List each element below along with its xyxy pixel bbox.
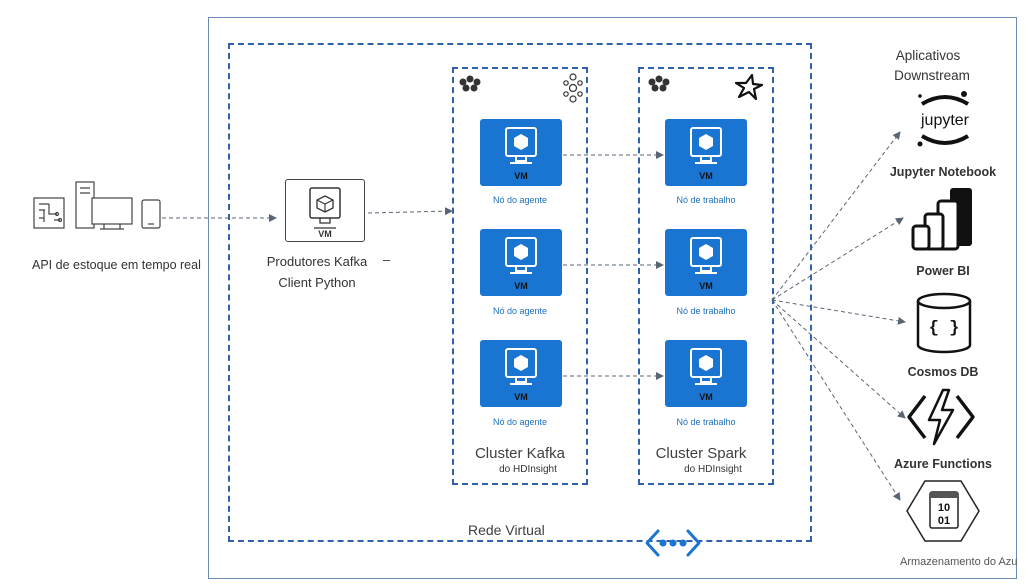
vm-label: VM [699,392,713,402]
azure-storage-icon: 10 01 [906,480,980,542]
app-label-cosmos-db: Cosmos DB [907,365,979,379]
kafka-agent-vm-2: VM [480,229,562,296]
spark-worker-vm-3: VM [665,340,747,407]
arrow-producer-to-kafka [367,207,453,216]
hdinsight-icon [648,75,670,92]
virtual-network-boundary [228,43,812,542]
svg-text:01: 01 [938,515,950,527]
spark-worker-vm-2: VM [665,229,747,296]
kafka-node-label-2: Nó do agente [492,306,548,316]
vm-label: VM [514,281,528,291]
app-label-azure-functions: Azure Functions [894,457,992,471]
app-label-azure-storage: Armazenamento do Azu [900,556,1018,568]
svg-text:10: 10 [938,502,950,514]
vm-label: VM [699,281,713,291]
vm-monitor-icon [505,348,537,385]
spark-worker-vm-1: VM [665,119,747,186]
arrow-spark-to-powerbi [771,217,904,301]
azure-functions-icon [907,388,975,446]
arrow-spark-to-storage [771,299,901,501]
kafka-cluster-title: Cluster Kafka [474,445,566,462]
kafka-agent-vm-3: VM [480,340,562,407]
spark-cluster-boundary [638,67,774,485]
jupyter-icon: jupyter [917,91,970,147]
cosmos-logo-text: { } [929,319,960,338]
producer-vm: VM [285,179,365,242]
app-label-power-bi: Power BI [916,264,970,278]
hdinsight-icon [459,75,481,92]
kafka-node-label-3: Nó do agente [492,417,548,427]
producer-title-line2: Client Python [278,275,356,290]
azure-subscription-frame [208,17,1017,579]
arrow-spark-to-jupyter [771,131,901,301]
vm-monitor-icon [505,237,537,274]
cosmos-db-icon: { } [916,292,972,354]
producer-title-line1: Produtores Kafka [266,254,368,269]
vnet-label: Rede Virtual [468,522,545,538]
vm-monitor-icon [690,237,722,274]
spark-cluster-subtitle: do HDInsight [684,464,742,475]
virtual-network-icon [645,529,701,557]
kafka-node-label-1: Nó do agente [492,195,548,205]
power-bi-icon [911,188,972,251]
vm-monitor-icon [309,187,341,229]
jupyter-logo-text: jupyter [920,112,970,129]
producer-dash: – [383,252,391,267]
producer-vm-label: VM [318,229,332,239]
vm-label: VM [514,171,528,181]
spark-star-icon [734,73,764,101]
vm-monitor-icon [690,127,722,164]
arrow-spark-to-cosmos [771,299,906,325]
vm-label: VM [514,392,528,402]
vm-label: VM [699,171,713,181]
spark-node-label-2: Nó de trabalho [676,306,736,316]
vm-monitor-icon [505,127,537,164]
kafka-icon [563,73,583,103]
spark-node-label-3: Nó de trabalho [676,417,736,427]
app-label-jupyter: Jupyter Notebook [889,165,997,179]
kafka-cluster-subtitle: do HDInsight [499,464,557,475]
downstream-title-line2: Downstream [894,68,970,83]
downstream-title-line1: Aplicativos [895,48,961,63]
devices-icon [33,181,161,230]
vm-monitor-icon [690,348,722,385]
kafka-agent-vm-1: VM [480,119,562,186]
kafka-cluster-boundary [452,67,588,485]
arrow-spark-to-functions [771,299,906,419]
source-label: API de estoque em tempo real [32,258,201,272]
spark-cluster-title: Cluster Spark [655,445,747,462]
spark-node-label-1: Nó de trabalho [676,195,736,205]
